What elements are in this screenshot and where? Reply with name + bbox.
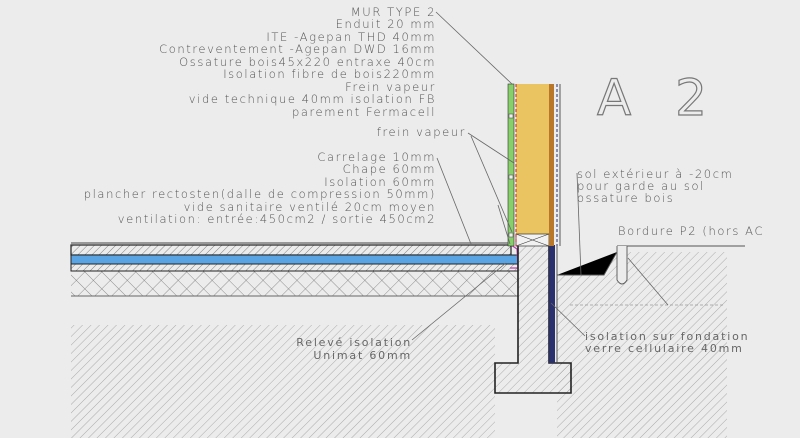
releve-labels: Relevé isolation Unimat 60mm xyxy=(296,336,412,362)
fixings xyxy=(508,113,514,238)
chape-layer xyxy=(70,244,512,256)
label-releve: Relevé isolation xyxy=(296,336,412,349)
label-sol-exterieur: sol extérieur à -20cm xyxy=(577,167,733,181)
label-frein-vapeur-2: frein vapeur xyxy=(377,125,466,139)
label-isolation-fibre: Isolation fibre de bois220mm xyxy=(223,67,436,81)
label-isolation: Isolation 60mm xyxy=(324,175,436,189)
label-chape: Chape 60mm xyxy=(343,162,436,176)
label-vide-technique: vide technique 40mm isolation FB xyxy=(189,92,436,106)
label-ossature: Ossature bois45x220 entraxe 40cm xyxy=(179,55,436,69)
label-frein-vapeur: Frein vapeur xyxy=(345,80,436,94)
sole-plate-cross xyxy=(515,233,550,247)
floor-insulation xyxy=(70,254,519,265)
label-parement: parement Fermacell xyxy=(292,105,436,119)
ground-line xyxy=(557,251,618,276)
leader-lines xyxy=(411,11,669,341)
vide-technique xyxy=(549,84,554,246)
wall-labels: MUR TYPE 2 Enduit 20 mm ITE -Agepan THD … xyxy=(159,5,466,139)
label-vide-sanitaire: vide sanitaire ventilé 20cm moyen xyxy=(184,200,436,214)
label-mur-type: MUR TYPE 2 xyxy=(351,5,436,19)
label-verre-cellulaire: verre cellulaire 40mm xyxy=(585,342,744,355)
label-unimat: Unimat 60mm xyxy=(313,349,412,362)
label-ventilation: ventilation: entrée:450cm2 / sortie 450c… xyxy=(118,212,436,226)
floor-labels: Carrelage 10mm Chape 60mm Isolation 60mm… xyxy=(84,150,436,226)
label-garde-au-sol: pour garde au sol xyxy=(577,179,705,193)
detail-title: A 2 xyxy=(597,69,721,127)
label-contreventement: Contreventement -Agepan DWD 16mm xyxy=(159,42,436,56)
label-plancher: plancher rectosten(dalle de compression … xyxy=(84,187,436,201)
bordure-p2 xyxy=(616,246,628,285)
label-enduit: Enduit 20 mm xyxy=(336,17,436,31)
label-carrelage: Carrelage 10mm xyxy=(317,150,436,164)
label-ossature-bois: ossature bois xyxy=(577,191,674,205)
label-ite: ITE -Agepan THD 40mm xyxy=(266,30,436,44)
wall-insulation xyxy=(516,84,549,234)
label-isolation-fondation: isolation sur fondation xyxy=(585,330,749,343)
vide-sanitaire-crosshatch xyxy=(71,271,518,296)
dalle-layer xyxy=(70,263,519,272)
exterior-labels: sol extérieur à -20cm pour garde au sol … xyxy=(577,167,764,355)
ground-exterior xyxy=(557,252,727,438)
ite-layer xyxy=(507,83,515,247)
label-bordure: Bordure P2 (hors AC xyxy=(618,224,764,238)
ground-interior xyxy=(71,325,495,438)
